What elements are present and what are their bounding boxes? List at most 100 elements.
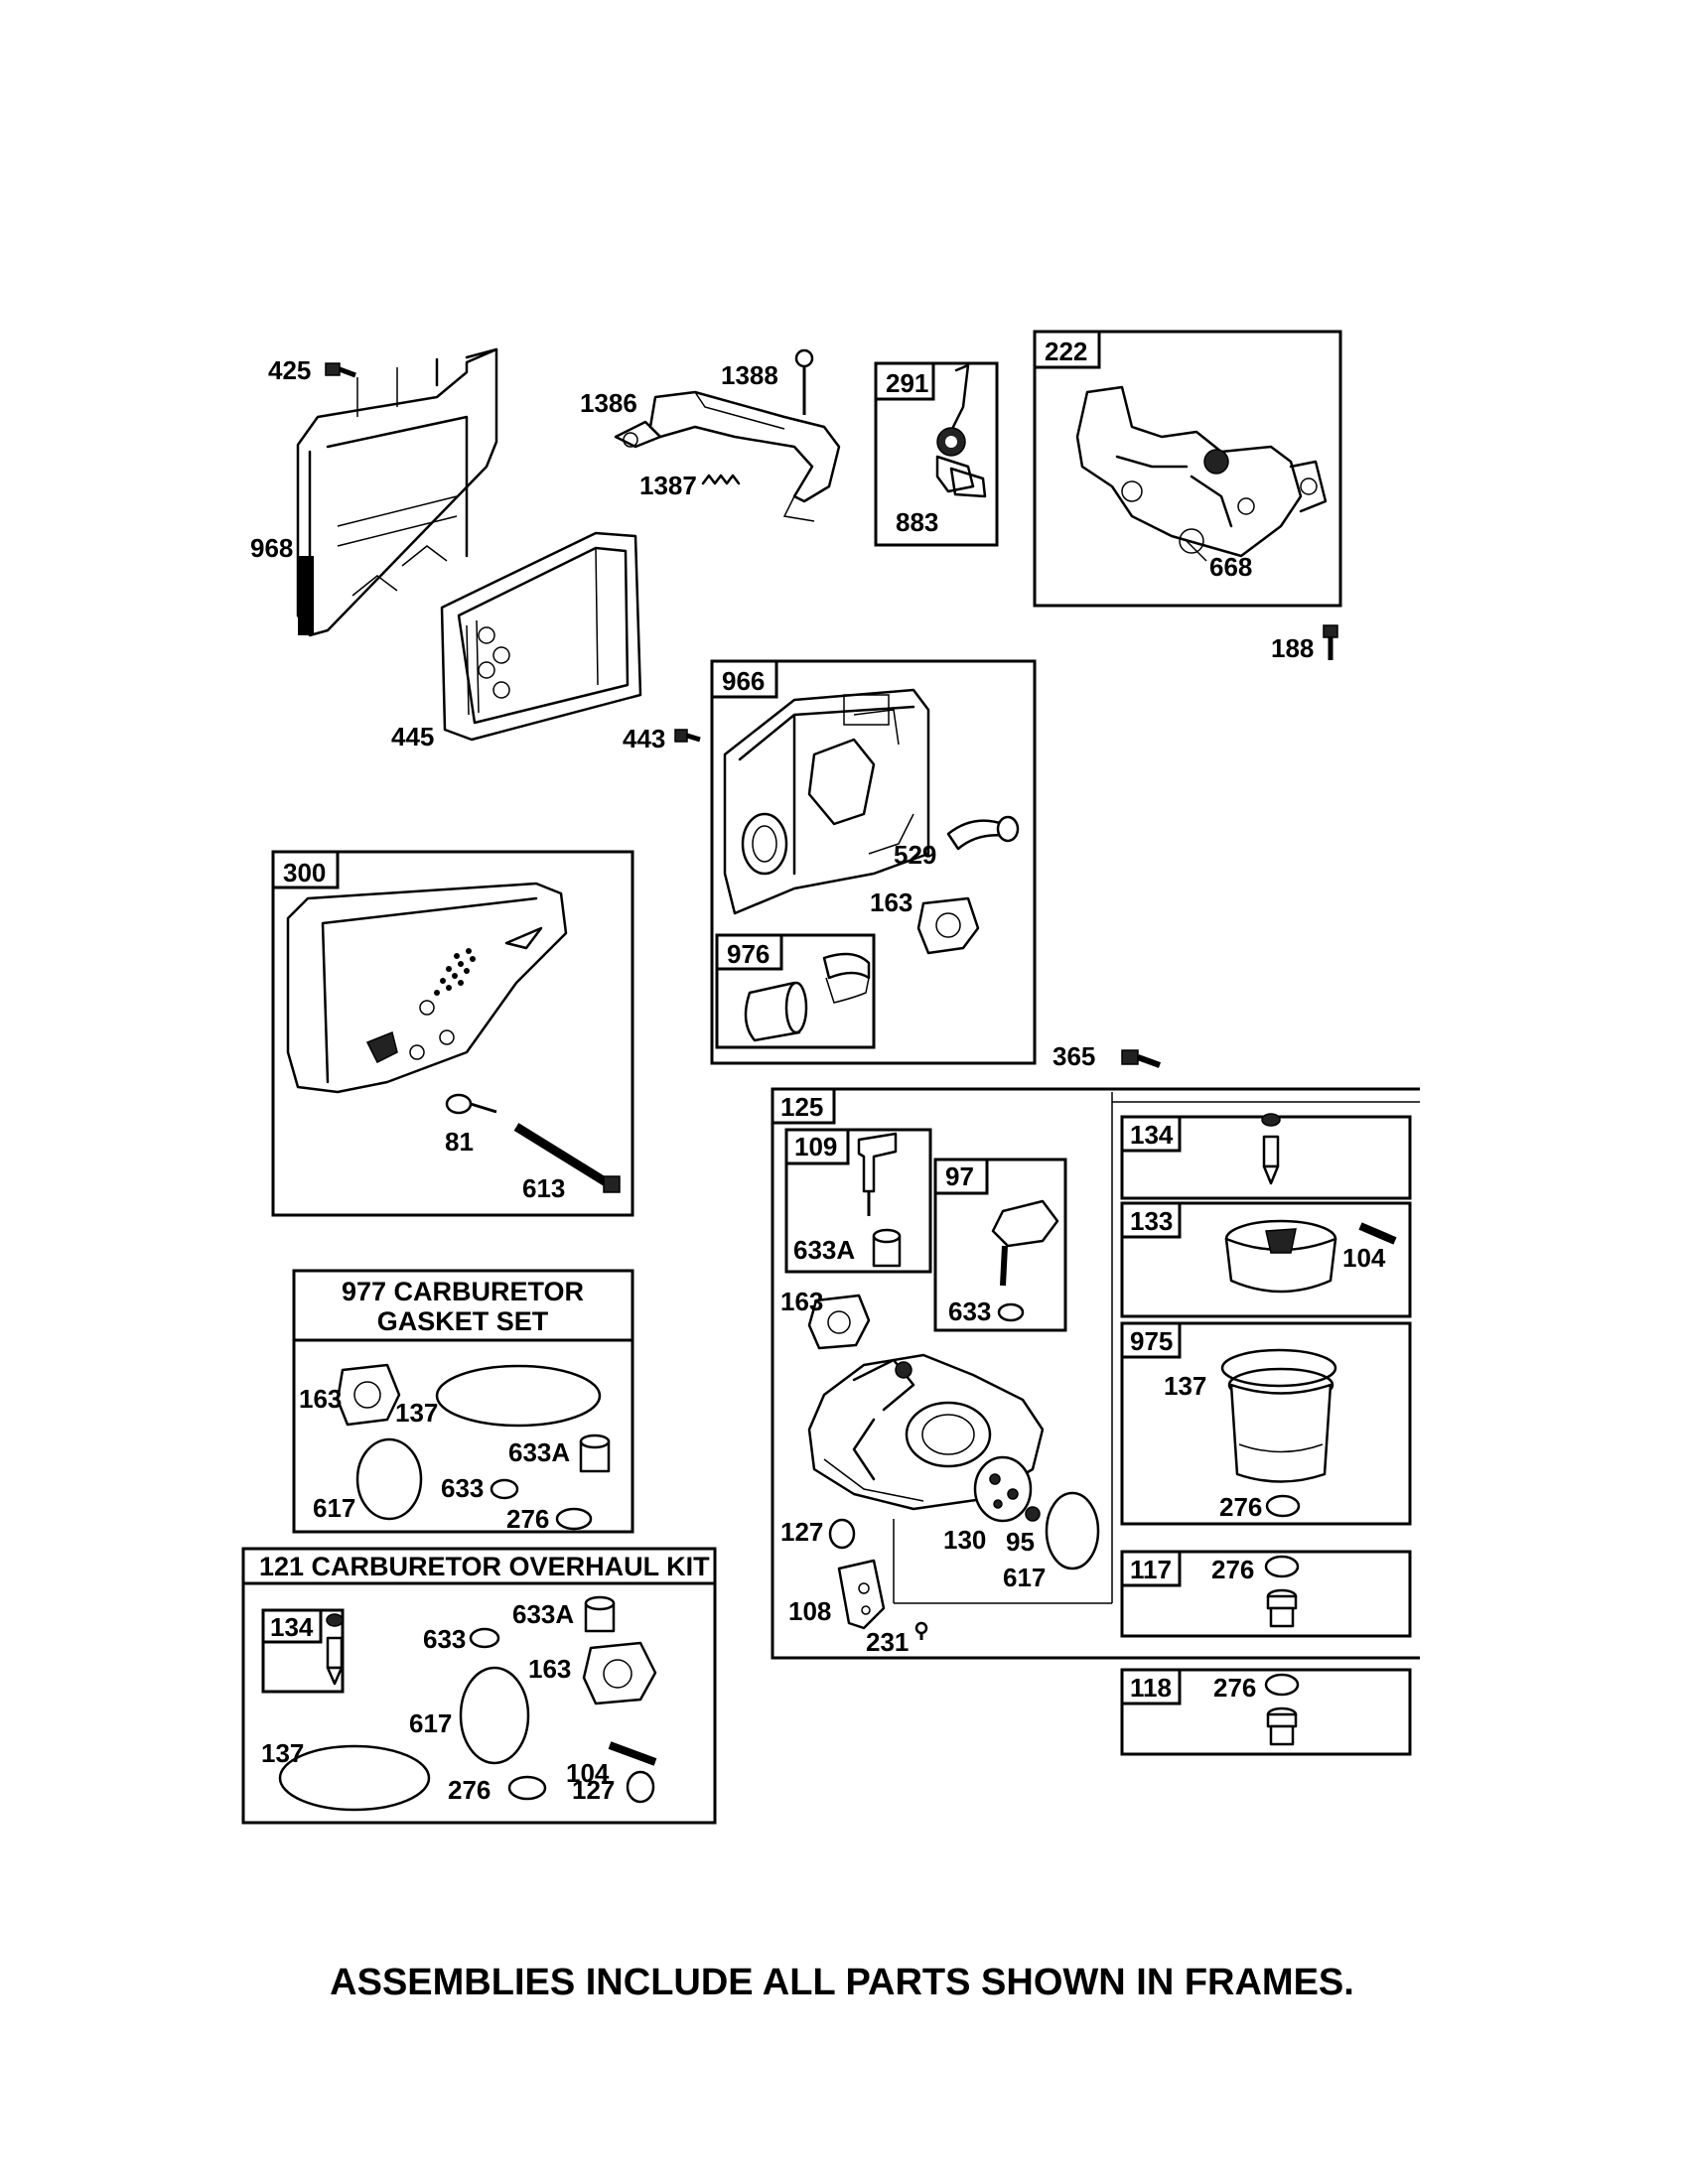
part-633-washer-b: [469, 1627, 500, 1649]
part-633a-bushing-b: [584, 1595, 616, 1633]
part-276-washer-e: [507, 1775, 547, 1801]
callout-188: 188: [1271, 633, 1314, 663]
callout-104-a: 104: [1342, 1243, 1386, 1273]
part-81-washer: [445, 1093, 497, 1115]
part-276-washer-a: [555, 1507, 593, 1531]
callout-1387: 1387: [639, 471, 697, 500]
callout-134-b: 134: [270, 1612, 314, 1642]
part-617-gasket-b: [459, 1666, 530, 1765]
callout-276-b: 276: [1219, 1492, 1262, 1522]
callout-966: 966: [722, 666, 765, 696]
part-134-needle-a: [1261, 1113, 1281, 1185]
part-1388-screw: [794, 348, 814, 415]
part-231-screw: [914, 1621, 928, 1640]
callout-95: 95: [1006, 1527, 1035, 1557]
frame-291: 291 883: [874, 361, 999, 547]
callout-276-c: 276: [1211, 1555, 1254, 1584]
part-130-diaphragm: [973, 1455, 1033, 1523]
callout-975: 975: [1130, 1326, 1173, 1356]
callout-633a-b: 633A: [512, 1599, 574, 1629]
frame-117: 117 276: [1120, 1550, 1412, 1638]
callout-108: 108: [788, 1596, 831, 1626]
callout-976: 976: [727, 939, 770, 969]
part-104-pin-b: [608, 1741, 657, 1766]
callout-617-a: 617: [313, 1493, 355, 1523]
part-291-switch: [935, 363, 975, 493]
callout-529: 529: [894, 840, 936, 870]
part-976-filter-element: [744, 952, 871, 1042]
part-975-float-bowl: [1220, 1348, 1337, 1483]
part-443-screw: [674, 729, 701, 743]
callout-118: 118: [1130, 1673, 1172, 1703]
air-cleaner-group: 425 968 445: [250, 347, 642, 751]
part-1386-bracket: [614, 390, 841, 522]
linkage-group: 1388 1386 1387: [580, 348, 841, 522]
part-118-bowl-screw: [1266, 1706, 1298, 1746]
part-617-gasket-a: [355, 1437, 423, 1521]
callout-613: 613: [522, 1173, 565, 1203]
callout-968: 968: [250, 533, 293, 563]
frame-121-overhaul-kit: 121 CARBURETOR OVERHAUL KIT 134 633 633A…: [241, 1547, 717, 1825]
callout-633-c: 633: [948, 1297, 991, 1326]
part-134-needle-b: [326, 1613, 344, 1686]
frame-134-a: 134: [1120, 1113, 1412, 1200]
callout-617-c: 617: [1003, 1563, 1046, 1592]
callout-276-a: 276: [506, 1504, 549, 1534]
callout-137-b: 137: [261, 1738, 304, 1768]
part-445-air-filter: [440, 531, 642, 742]
part-133-float: [1224, 1219, 1337, 1294]
callout-137-c: 137: [1164, 1371, 1206, 1401]
part-117-bowl-screw: [1266, 1588, 1298, 1628]
part-425-screw: [325, 362, 356, 378]
callout-633-b: 633: [423, 1624, 466, 1654]
callout-163-a: 163: [870, 887, 912, 917]
frame-118: 118 276: [1120, 1668, 1412, 1756]
frame-977-gasket-set: 977 CARBURETOR GASKET SET 163 137 617 63…: [292, 1269, 634, 1534]
part-276-washer-d: [1264, 1673, 1300, 1697]
callout-276-e: 276: [448, 1775, 491, 1805]
frame-133: 133 104: [1120, 1201, 1412, 1318]
callout-231: 231: [866, 1627, 909, 1657]
callout-300: 300: [283, 858, 326, 887]
part-300-muffler: [286, 882, 568, 1094]
callout-617-b: 617: [409, 1708, 452, 1738]
part-163-gasket-d: [582, 1641, 657, 1706]
part-529-hose: [946, 815, 1020, 851]
part-127-plug-b: [626, 1770, 655, 1804]
callout-109: 109: [794, 1132, 837, 1161]
frame-975: 975 137 276: [1120, 1321, 1412, 1526]
part-633a-bushing-a: [579, 1433, 611, 1473]
callout-222: 222: [1045, 337, 1087, 366]
callout-97: 97: [945, 1161, 974, 1191]
part-1387-spring: [701, 474, 741, 485]
callout-633a-a: 633A: [508, 1437, 570, 1467]
callout-163-d: 163: [528, 1654, 571, 1684]
callout-365: 365: [1052, 1041, 1095, 1071]
part-968-air-cleaner-base: [296, 347, 498, 637]
part-966-intake-housing: [723, 688, 930, 915]
part-276-washer-b: [1265, 1494, 1301, 1518]
part-163-gasket-c: [807, 1294, 871, 1350]
callout-445: 445: [391, 722, 434, 751]
part-276-washer-c: [1264, 1555, 1300, 1578]
callout-134-a: 134: [1130, 1120, 1174, 1150]
frame-300: 300 81 613: [271, 850, 634, 1217]
callout-668: 668: [1209, 552, 1252, 582]
overhaul-kit-title: 121 CARBURETOR OVERHAUL KIT: [259, 1552, 710, 1581]
part-163-gasket-b: [336, 1363, 401, 1427]
part-137-bowl-gasket-b: [278, 1744, 431, 1812]
callout-163-b: 163: [299, 1384, 342, 1414]
part-109-throttle-shaft: [857, 1132, 898, 1216]
frame-222: 222 668: [1033, 330, 1342, 608]
part-127-plug-a: [828, 1518, 856, 1550]
callout-443: 443: [623, 724, 665, 753]
gasket-set-title-line1: 977 CARBURETOR: [342, 1277, 584, 1306]
frame-966: 966 529 163 976: [710, 659, 1037, 1065]
callout-425: 425: [268, 355, 311, 385]
callout-130: 130: [943, 1525, 986, 1555]
callout-137-a: 137: [395, 1398, 438, 1428]
part-222-governor-bracket: [1075, 385, 1328, 558]
callout-1386: 1386: [580, 388, 637, 418]
part-883-gasket: [949, 467, 987, 498]
